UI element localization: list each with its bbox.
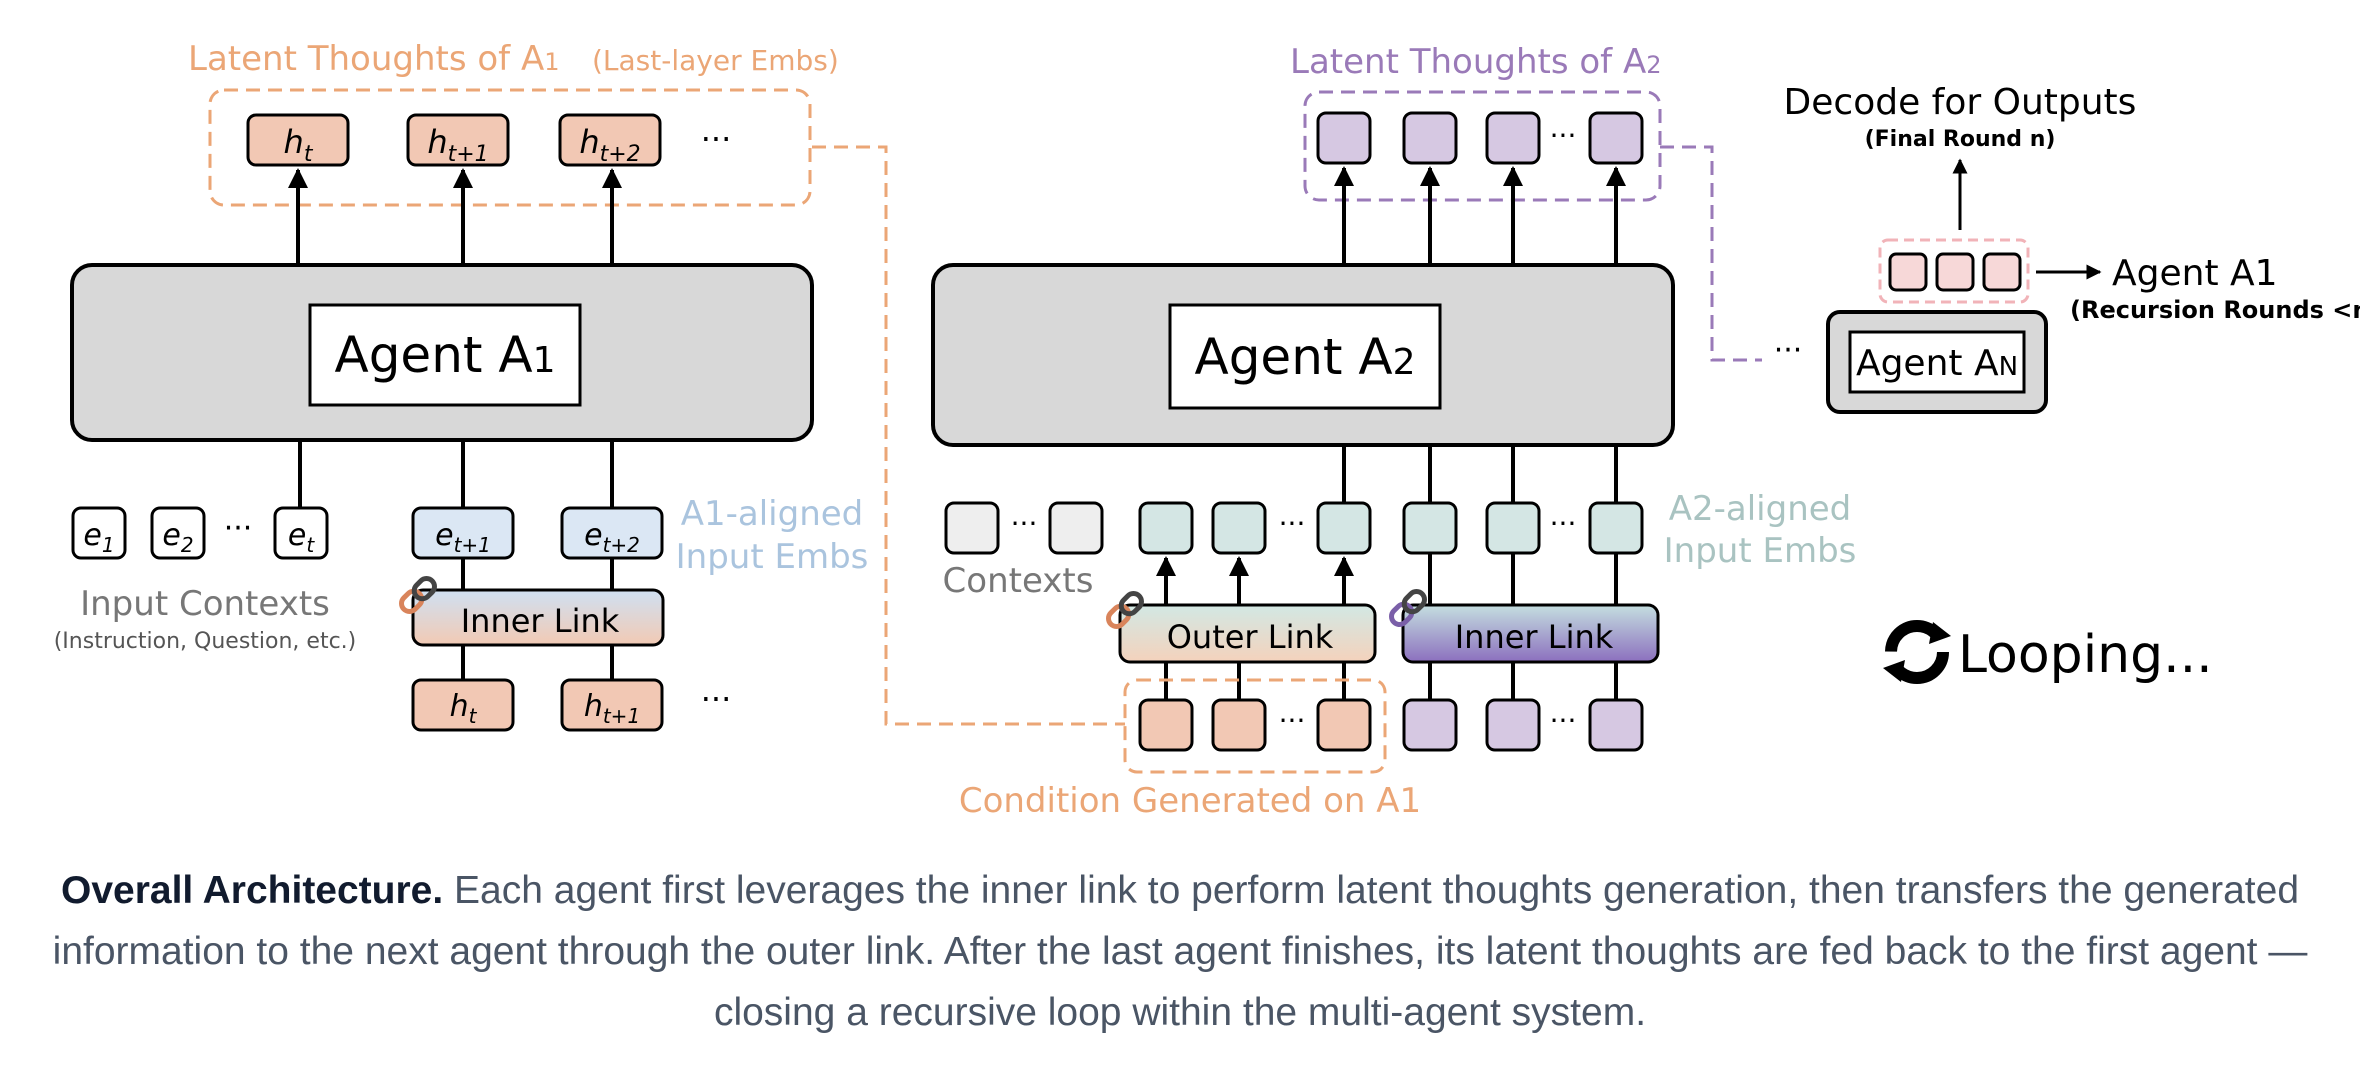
architecture-diagram: Latent Thoughts of A1 (Last-layer Embs) …	[54, 39, 2360, 821]
decode-label: Decode for Outputs	[1784, 82, 2137, 123]
a1-latent-note: (Last-layer Embs)	[592, 44, 839, 77]
svg-text:ht+1: ht+1	[584, 689, 640, 728]
a2-inner-ellipsis: ···	[1550, 507, 1577, 540]
a1-link-icon	[399, 576, 437, 614]
a2-outer-output-tokens	[1138, 501, 1372, 555]
a2-inner-output-tokens	[1402, 501, 1644, 555]
a2-aligned-label-2: Input Embs	[1664, 531, 1857, 571]
a1-context-token-2: e2	[150, 506, 206, 560]
a1-inner-link	[411, 588, 665, 647]
agent-an-label: Agent AN	[1856, 343, 2018, 384]
a2-context-ellipsis: ···	[1011, 507, 1038, 540]
a1-hidden-ellipsis: ···	[701, 680, 732, 718]
svg-text:et+2: et+2	[584, 518, 640, 557]
a1-hidden-token-2: ht+1	[560, 678, 664, 732]
a2-inner-link-icon	[1389, 589, 1427, 627]
agent-a1-label: Agent A1	[334, 326, 555, 384]
an-output-tokens	[1888, 252, 2022, 292]
a1-latent-group	[208, 88, 812, 207]
a1-input-label: Input Contexts	[80, 584, 330, 624]
a2-outer-ellipsis: ···	[1279, 507, 1306, 540]
a1-to-a2-condition-link	[812, 145, 1125, 726]
a2-contexts-label: Contexts	[943, 561, 1094, 601]
output-label: Agent A1	[2112, 253, 2278, 294]
an-output-group	[1878, 238, 2030, 304]
a2-condition-tokens	[1138, 698, 1372, 752]
a1-inner-link-label: Inner Link	[461, 602, 620, 640]
a1-input-note: (Instruction, Question, etc.)	[54, 629, 357, 654]
a2-condition-ellipsis: ···	[1279, 704, 1306, 737]
a1-aligned-token-2: et+2	[560, 506, 664, 560]
a2-outer-link-label: Outer Link	[1167, 618, 1334, 656]
a2-latent-tokens	[1316, 111, 1644, 165]
condition-label: Condition Generated on A1	[959, 781, 1421, 820]
a2-outer-link-icon	[1106, 591, 1144, 629]
a1-latent-token-2: ht+1	[406, 113, 510, 167]
a1-latent-title: Latent Thoughts of A1	[188, 39, 559, 79]
a1-latent-token-3: ht+2	[558, 113, 662, 167]
svg-text:et: et	[288, 518, 315, 557]
a1-aligned-label-2: Input Embs	[676, 537, 869, 577]
a2-to-an-link	[1660, 145, 1762, 362]
looping-label: Looping...	[1958, 625, 2213, 685]
a1-hidden-token-1: ht	[411, 678, 515, 732]
output-note: (Recursion Rounds <n	[2070, 296, 2360, 324]
a2-inner-input-tokens	[1402, 698, 1644, 752]
decode-note: (Final Round n)	[1865, 127, 2056, 152]
agent-a2-label: Agent A2	[1194, 328, 1415, 386]
an-ellipsis: ···	[1774, 333, 1803, 368]
a1-context-token-1: e1	[71, 506, 127, 560]
svg-text:e2: e2	[162, 518, 193, 557]
svg-text:et+1: et+1	[435, 518, 491, 557]
a1-context-token-t: et	[273, 506, 329, 560]
svg-text:ht: ht	[450, 689, 478, 728]
a1-aligned-token-1: et+1	[411, 506, 515, 560]
a2-inner-input-ellipsis: ···	[1550, 704, 1577, 737]
figure-caption: Overall Architecture. Each agent first l…	[40, 860, 2320, 1043]
a1-aligned-label-1: A1-aligned	[681, 494, 864, 534]
a2-context-tokens	[944, 501, 1104, 555]
svg-text:e1: e1	[83, 518, 114, 557]
a2-aligned-label-1: A2-aligned	[1669, 489, 1852, 529]
a2-latent-ellipsis: ···	[1550, 119, 1577, 152]
svg-text:ht+1: ht+1	[427, 123, 488, 167]
a2-latent-group	[1303, 90, 1662, 202]
a2-inner-link-label: Inner Link	[1455, 618, 1614, 656]
svg-text:ht+2: ht+2	[579, 123, 640, 167]
caption-title: Overall Architecture.	[60, 869, 444, 912]
a2-outer-link	[1118, 603, 1377, 664]
a2-latent-title: Latent Thoughts of A2	[1290, 42, 1661, 82]
caption-text: Each agent first leverages the inner lin…	[52, 869, 2308, 1034]
svg-text:ht: ht	[284, 123, 314, 167]
a1-latent-ellipsis: ···	[701, 120, 732, 158]
a1-context-ellipsis: ···	[224, 511, 253, 546]
a2-inner-link	[1401, 603, 1660, 664]
loop-icon	[1883, 620, 1951, 684]
a1-latent-token-1: ht	[246, 113, 350, 167]
a2-condition-group	[1123, 678, 1387, 774]
